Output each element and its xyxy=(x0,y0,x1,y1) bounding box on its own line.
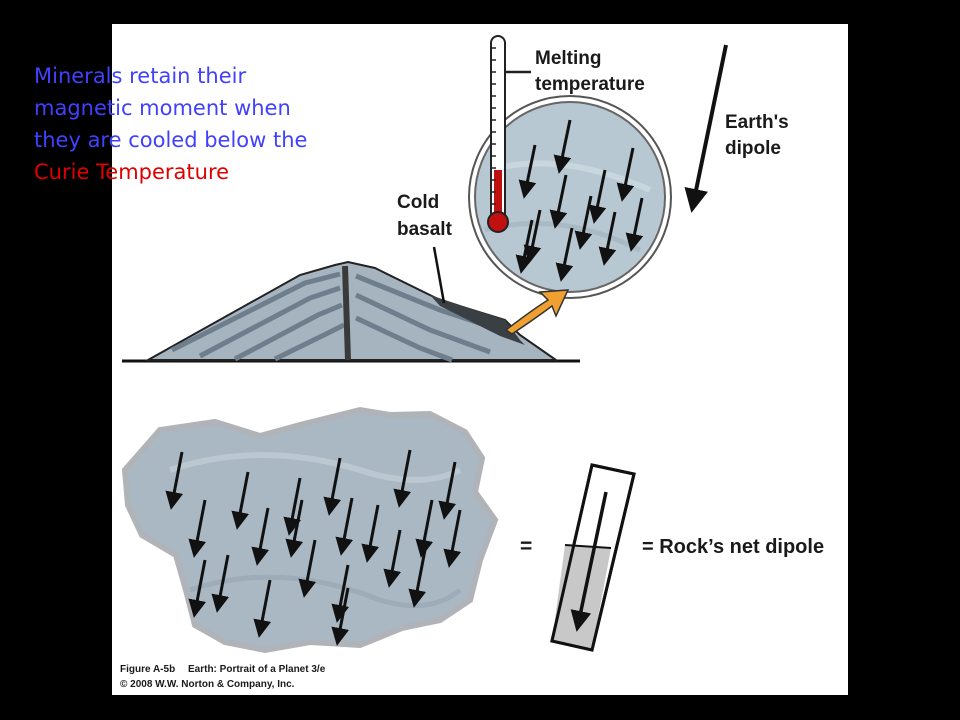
mineral-dipoles-rock xyxy=(165,449,462,646)
mineral-dipole-arrow xyxy=(253,579,272,638)
mineral-dipole-arrow xyxy=(555,227,574,282)
mineral-dipole-arrow xyxy=(251,507,270,566)
mineral-dipole-arrow xyxy=(443,509,462,568)
mineral-dipole-arrow xyxy=(553,119,572,174)
mineral-dipole-arrow xyxy=(438,461,457,520)
mineral-dipole-arrow xyxy=(518,144,537,199)
mineral-dipole-arrow xyxy=(211,554,230,613)
mineral-dipole-arrow xyxy=(361,504,380,563)
mineral-dipole-arrow xyxy=(393,449,412,508)
mineral-dipole-arrow xyxy=(331,564,350,623)
mineral-dipole-arrow xyxy=(598,211,617,266)
equals-sign: = xyxy=(520,535,533,558)
mineral-dipole-arrow xyxy=(285,499,304,558)
mineral-dipole-arrow xyxy=(383,529,402,588)
mineral-dipole-arrow xyxy=(335,497,354,556)
mineral-dipole-arrow xyxy=(323,457,342,516)
book-title: Earth: Portrait of a Planet 3/e xyxy=(188,664,326,675)
melting-temperature-label-1: Melting xyxy=(535,48,602,69)
caption-curie-temperature: Curie Temperature xyxy=(34,160,230,184)
mineral-dipole-arrow xyxy=(188,499,207,558)
cold-basalt-label-2: basalt xyxy=(397,219,452,240)
rock-net-dipole-label: = Rock’s net dipole xyxy=(642,536,825,558)
cold-basalt-pointer xyxy=(432,246,446,304)
mineral-dipole-arrow xyxy=(415,499,434,558)
mineral-dipole-arrow xyxy=(231,471,250,530)
mineral-dipole-arrow xyxy=(165,451,184,510)
melting-temperature-label-2: temperature xyxy=(535,74,645,95)
caption-line-2: magnetic moment when xyxy=(34,96,291,120)
cold-basalt-label-1: Cold xyxy=(397,192,440,213)
mineral-dipole-arrow xyxy=(283,477,302,536)
rock-sample xyxy=(121,406,499,654)
mineral-dipole-arrow xyxy=(408,549,427,608)
mineral-dipole-arrow xyxy=(625,197,644,252)
mineral-dipole-arrow xyxy=(523,209,542,264)
caption-line-3: they are cooled below the xyxy=(34,128,308,152)
net-dipole-bar xyxy=(550,463,636,652)
mineral-dipoles-cooled xyxy=(515,119,644,282)
earth-dipole-label-1: Earth's xyxy=(725,112,789,133)
earth-dipole-label-2: dipole xyxy=(725,138,781,159)
net-dipole-arrow xyxy=(570,491,608,632)
figure-id: Figure A-5b xyxy=(120,664,176,675)
mineral-dipole-arrow xyxy=(515,219,534,274)
magnify-callout-arrow-icon xyxy=(504,289,570,335)
thermometer-icon xyxy=(487,35,531,233)
copyright-line: © 2008 W.W. Norton & Company, Inc. xyxy=(120,679,295,690)
mineral-dipole-arrow xyxy=(331,587,350,646)
earth-dipole-arrow-icon xyxy=(684,44,728,213)
mineral-dipole-arrow xyxy=(188,559,207,618)
mineral-dipole-arrow xyxy=(588,169,607,224)
volcano-cone xyxy=(144,260,560,363)
mineral-dipole-arrow xyxy=(549,174,568,229)
mineral-dipole-arrow xyxy=(298,539,317,598)
mineral-dipole-arrow xyxy=(574,195,593,250)
mineral-dipole-arrow xyxy=(616,147,635,202)
magnified-basalt-circle xyxy=(468,95,672,299)
caption-line-1: Minerals retain their xyxy=(34,64,247,88)
